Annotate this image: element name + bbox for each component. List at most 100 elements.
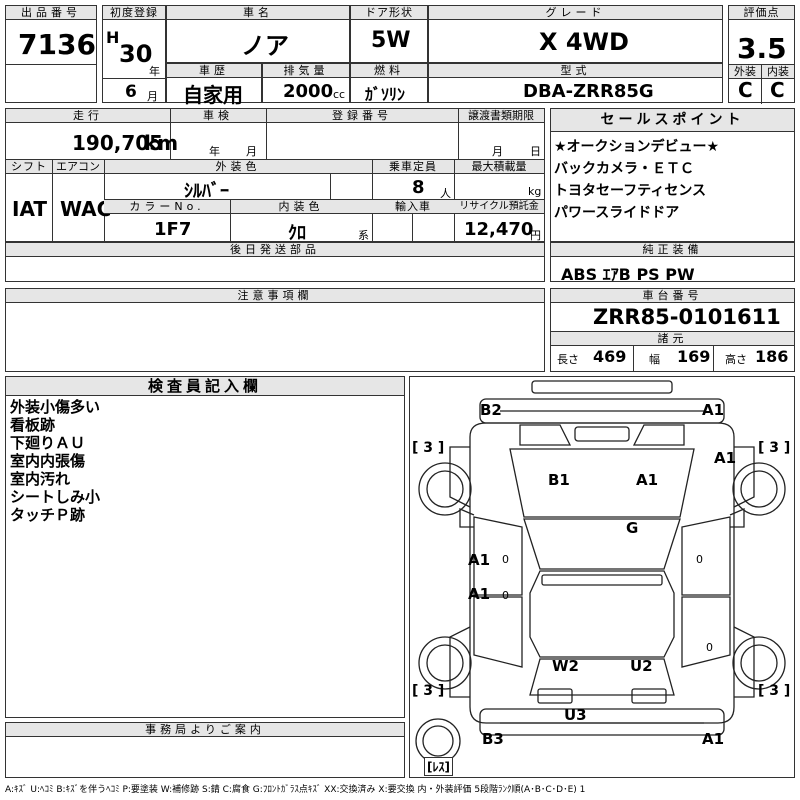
mileage: 190,705 [72, 131, 164, 155]
damage-mark: W2 [552, 657, 579, 675]
shift-label: シフト [6, 160, 52, 174]
chassis-box: 車台番号 ZRR85-0101611 諸元 長さ 469 幅 169 高さ 18… [550, 288, 795, 372]
inspection-year-unit: 年 [209, 145, 220, 158]
color-no-label: カラーNo. [104, 200, 230, 214]
inspection-month-unit: 月 [246, 145, 257, 158]
score-label: 評価点 [729, 6, 794, 20]
ext-color: ｼﾙﾊﾞｰ [184, 181, 229, 202]
mileage-label: 走行 [6, 109, 170, 123]
int-color-label: 内装色 [230, 200, 372, 214]
int-color-unit: 系 [358, 229, 369, 242]
max-load-unit: kg [528, 185, 542, 198]
equipment: ABS ｴｱB PS PW [561, 265, 695, 284]
damage-mark: A1 [714, 449, 737, 467]
score-value: 3.5 [737, 32, 787, 65]
damage-mark: A1 [468, 585, 491, 603]
grade: X 4WD [539, 28, 629, 56]
length-label: 長さ [557, 353, 579, 366]
height-label: 高さ [725, 353, 747, 366]
width: 169 [677, 347, 711, 366]
inspector-note: シートしみ小 [10, 488, 101, 506]
first-reg-box: 初度登録 H 30 年 6 月 [102, 5, 166, 103]
tire-tread-fl: [ 3 ] [412, 440, 445, 456]
inspector-label: 検査員記入欄 [6, 377, 404, 396]
color-no: 1F7 [154, 219, 192, 240]
caution-box: 注意事項欄 [5, 288, 545, 372]
recycle: 12,470 [464, 219, 534, 240]
displacement-box: 排気量 2000 cc [262, 63, 350, 103]
height: 186 [755, 347, 789, 366]
later-parts-label: 後日発送部品 [6, 243, 544, 257]
info-block: 走行 車検 登録番号 譲渡書類期限 190,705 km 年 月 月 日 シフト… [5, 108, 545, 244]
car-name-label: 車名 [167, 6, 349, 20]
damage-mark: U2 [630, 657, 653, 675]
history-label: 車歴 [167, 64, 261, 78]
int-grade: C [770, 78, 785, 102]
reg-no-label: 登録番号 [266, 109, 458, 123]
inspector-note: 外装小傷多い [10, 398, 101, 416]
capacity-unit: 人 [440, 187, 451, 200]
sales-point-3: トヨタセーフティセンス [554, 183, 707, 199]
car-name: ノア [241, 32, 289, 60]
first-reg-label: 初度登録 [103, 6, 165, 20]
inspector-note: タッチＰ跡 [10, 506, 86, 524]
damage-mark: G [626, 519, 639, 537]
fuel: ｶﾞｿﾘﾝ [365, 85, 406, 104]
first-reg-month: 6 [125, 82, 137, 102]
grade-box: グレード X 4WD [428, 5, 723, 63]
inspector-note: 下廻りＡＵ [10, 434, 86, 452]
aircon-label: エアコン [52, 160, 104, 174]
transfer-day-unit: 日 [530, 145, 541, 158]
damage-mark: B2 [480, 401, 502, 419]
sales-points-label: セールスポイント [551, 109, 794, 132]
transfer-label: 譲渡書類期限 [458, 109, 544, 123]
inspector-box: 検査員記入欄 外装小傷多い 看板跡 下廻りＡＵ 室内内張傷 室内汚れ シートしみ… [5, 376, 405, 718]
ext-color-label: 外装色 [104, 160, 372, 174]
tire-tread-rr: [ 3 ] [758, 683, 791, 699]
inspector-note: 看板跡 [10, 416, 56, 434]
office-label: 事務局よりご案内 [6, 723, 404, 737]
first-reg-month-unit: 月 [147, 90, 158, 103]
int-color: ｸﾛ [288, 223, 306, 244]
lot-box: 出品番号 7136 [5, 5, 97, 103]
sales-point-1: ★オークションデビュー★ [554, 139, 720, 155]
tire-tread-rl: [ 3 ] [412, 683, 445, 699]
capacity-label: 乗車定員 [372, 160, 454, 174]
zero-mark: 0 [502, 553, 509, 566]
transfer-month-unit: 月 [492, 145, 503, 158]
zero-mark: 0 [502, 589, 509, 602]
spare-tire: [ﾚｽ] [424, 757, 453, 776]
length: 469 [593, 347, 627, 366]
inspector-note: 室内汚れ [10, 470, 71, 488]
fuel-box: 燃料 ｶﾞｿﾘﾝ [350, 63, 428, 104]
zero-mark: 0 [706, 641, 713, 654]
first-reg-year-unit: 年 [149, 65, 160, 78]
int-label: 内装 [762, 65, 794, 79]
damage-mark: A1 [702, 730, 725, 748]
first-reg-era: H [106, 28, 120, 47]
first-reg-year: 30 [119, 40, 153, 68]
inspector-note: 室内内張傷 [10, 452, 86, 470]
later-parts-box: 後日発送部品 [5, 242, 545, 282]
caution-label: 注意事項欄 [6, 289, 544, 303]
displacement: 2000 [283, 81, 334, 102]
damage-mark: A1 [636, 471, 659, 489]
lot-number: 7136 [18, 28, 96, 61]
door-type: 5W [371, 28, 411, 53]
history: 自家用 [183, 83, 243, 107]
grade-label: グレード [429, 6, 722, 20]
sales-point-4: パワースライドドア [554, 205, 680, 221]
sales-point-2: バックカメラ・ＥＴＣ [554, 161, 694, 177]
car-name-box: 車名 ノア [166, 5, 350, 63]
displacement-label: 排気量 [263, 64, 349, 78]
history-box: 車歴 自家用 [166, 63, 262, 107]
door-box: ドア形状 5W [350, 5, 428, 63]
capacity: 8 [412, 177, 425, 198]
car-diagram: B2 A1 A1 B1 A1 G A1 A1 W2 U2 U3 B3 A1 [ … [409, 376, 795, 778]
equipment-box: 純正装備 ABS ｴｱB PS PW [550, 242, 795, 284]
model-label: 型式 [429, 64, 722, 78]
displacement-unit: cc [333, 88, 346, 101]
damage-mark: A1 [702, 401, 725, 419]
model: DBA-ZRR85G [523, 81, 654, 102]
door-label: ドア形状 [351, 6, 427, 20]
